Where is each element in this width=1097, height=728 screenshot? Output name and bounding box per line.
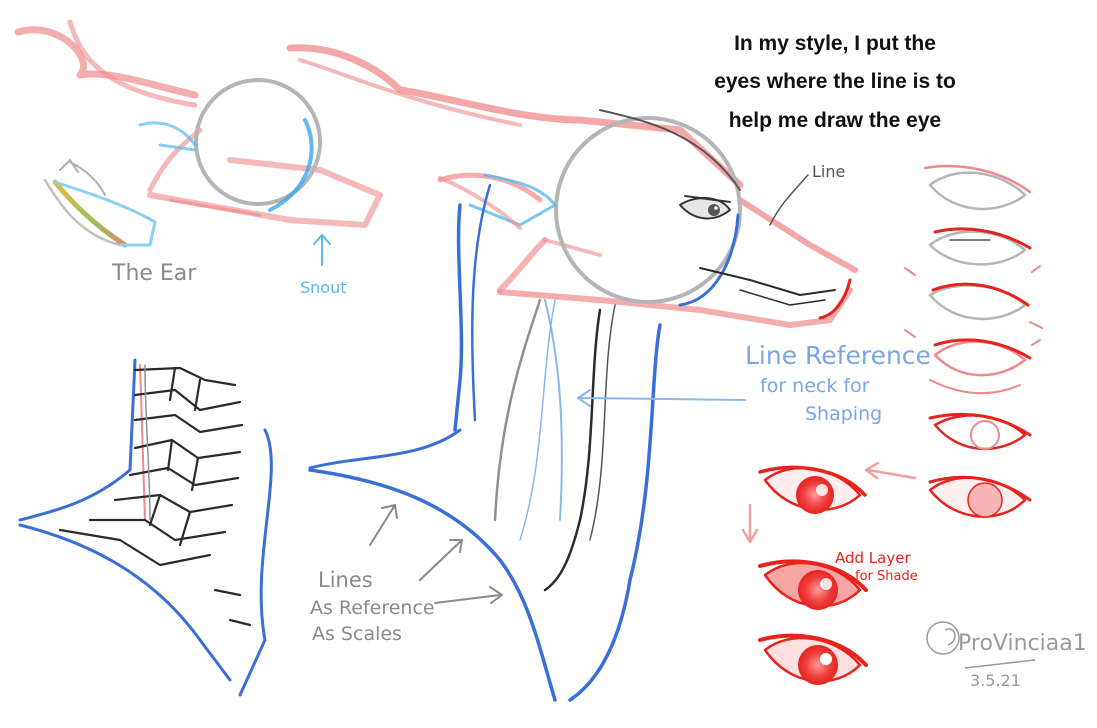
signature-date: 3.5.21 [970,671,1021,690]
signature-mark [926,621,1036,669]
label-add-layer-1: Add Layer [835,549,911,567]
label-the-ear: The Ear [111,261,197,286]
eye-progression [741,164,1043,685]
label-lines-1: Lines [318,568,373,592]
scaled-neck-sketch [18,358,273,697]
main-neck-sketch [308,183,746,702]
main-head-sketch [286,44,858,328]
heading-line-2: eyes where the line is to [714,70,956,93]
label-lines-3: As Scales [312,623,402,645]
label-line-reference-2: for neck for [760,375,870,397]
label-lines-2: As Reference [310,597,435,619]
heading-line-3: help me draw the eye [728,109,942,132]
label-line-reference-1: Line Reference [745,341,931,370]
label-line: Line [812,162,845,181]
label-add-layer-2: for Shade [855,569,918,584]
heading-line-1: In my style, I put the [734,32,936,55]
label-snout: Snout [300,278,347,297]
label-line-reference-3: Shaping [805,403,882,425]
small-head-sketch [14,19,383,266]
signature-name: ProVinciaa1 [958,631,1087,656]
